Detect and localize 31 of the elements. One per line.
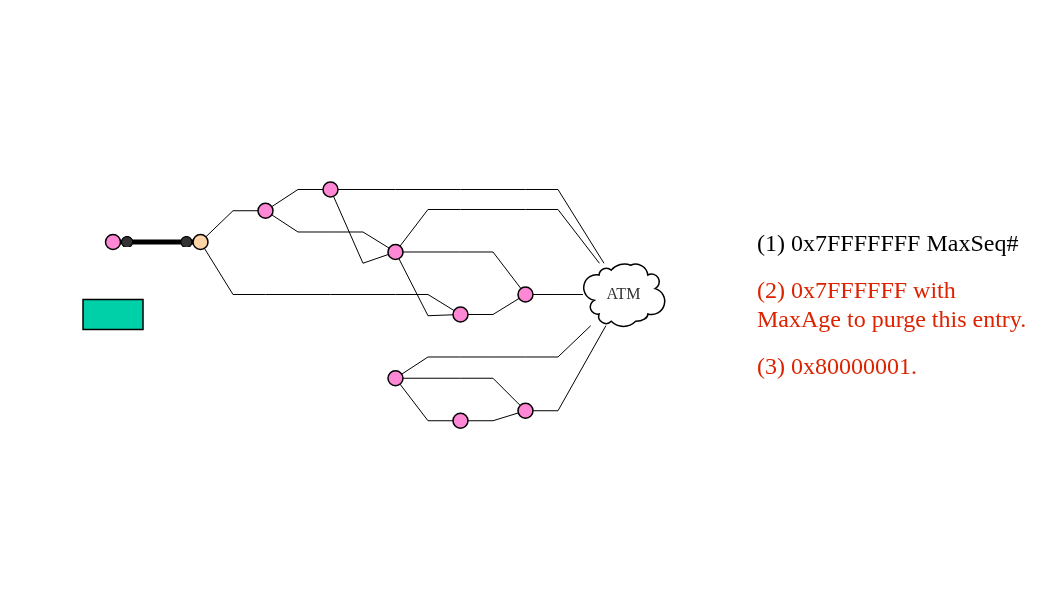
- connector: [270, 214, 390, 249]
- node-circle: [104, 233, 121, 251]
- node-circle: [256, 202, 274, 219]
- connector: [402, 377, 521, 406]
- node-circle: [516, 286, 534, 303]
- node-circle: [451, 306, 469, 323]
- node-circle: [451, 412, 469, 429]
- connector: [205, 210, 259, 238]
- connector: [532, 293, 584, 295]
- connector: [270, 188, 324, 207]
- connector: [399, 383, 454, 422]
- connector: [120, 235, 193, 248]
- connector: [402, 251, 522, 289]
- connector: [337, 188, 605, 264]
- note-text: (1) 0x7FFFFFFF MaxSeq#: [757, 229, 1020, 259]
- connector: [467, 297, 520, 315]
- connector: [332, 195, 389, 264]
- note-text: (3) 0x80000001.: [757, 351, 918, 381]
- connector: [398, 258, 454, 317]
- connector: [400, 325, 591, 375]
- node-circle: [191, 233, 209, 251]
- node-circle: [321, 181, 339, 198]
- note-text: (2) 0x7FFFFFF with MaxAge to purge this entry.: [757, 276, 1028, 334]
- node-box: [81, 298, 144, 331]
- node-circle: [386, 243, 404, 261]
- connector: [467, 412, 519, 422]
- connector: [203, 247, 455, 311]
- connector: [399, 208, 600, 264]
- connector: [532, 325, 606, 412]
- node-circle: [516, 402, 534, 419]
- node-circle: [386, 369, 404, 387]
